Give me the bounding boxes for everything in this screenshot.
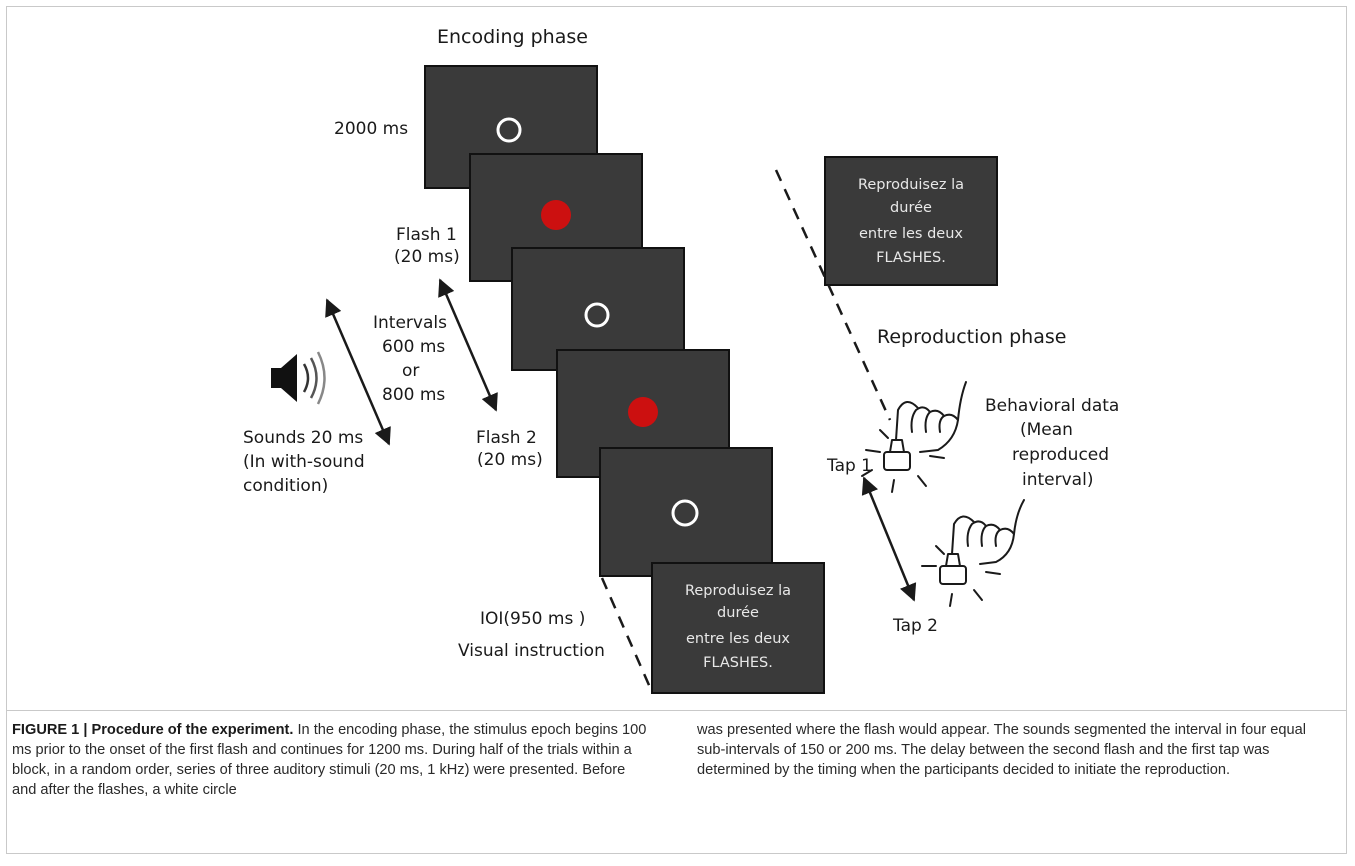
red-dot-icon [541, 200, 571, 230]
instruction-screen-top: Reproduisez la durée entre les deux FLAS… [824, 156, 998, 286]
caption-left-text: In the encoding phase, the stimulus epoc… [12, 722, 647, 798]
interval-arrow [438, 278, 498, 412]
tap1-label: Tap 1 [826, 456, 872, 476]
sounds-arrow [325, 298, 391, 446]
instruction-line-2: durée [717, 605, 759, 621]
behavioral-reproduced: reproduced [1012, 445, 1109, 465]
intervals-value-600: 600 ms [382, 337, 445, 357]
instruction-top-line-3: entre les deux [859, 226, 963, 242]
screen-fixation-circle-3 [599, 447, 773, 577]
flash2-duration: (20 ms) [477, 450, 543, 470]
instruction-top-line-4: FLASHES. [876, 250, 946, 266]
dashed-connector-reproduction [774, 169, 892, 421]
instruction-screen-bottom: Reproduisez la durée entre les deux FLAS… [651, 562, 825, 694]
hand-tap-icon [921, 499, 1025, 607]
dashed-connector-encoding [600, 577, 654, 693]
tap-interval-arrow [861, 476, 917, 602]
procedure-diagram: Encoding phase 2000 ms Flash 1 (20 ms) I… [243, 26, 1119, 694]
behavioral-data-label: Behavioral data [985, 396, 1119, 416]
circle-icon [584, 302, 610, 328]
caption-left-column: FIGURE 1 | Procedure of the experiment. … [12, 720, 652, 800]
speaker-icon [271, 351, 326, 405]
hand-tap-icon [861, 381, 967, 493]
ioi-label: IOI(950 ms ) [480, 609, 585, 629]
caption-right-column: was presented where the flash would appe… [697, 720, 1337, 780]
sounds-condition-line2: condition) [243, 476, 328, 496]
behavioral-mean: (Mean [1020, 420, 1073, 440]
encoding-phase-heading: Encoding phase [437, 26, 588, 48]
caption-title: FIGURE 1 | Procedure of the experiment. [12, 722, 294, 738]
intervals-or: or [402, 361, 419, 381]
label-2000ms: 2000 ms [334, 119, 408, 139]
red-dot-icon [628, 397, 658, 427]
caption-right-text: was presented where the flash would appe… [697, 722, 1307, 778]
reproduction-phase-heading: Reproduction phase [877, 326, 1066, 348]
sounds-condition-line1: (In with-sound [243, 452, 365, 472]
caption-divider [6, 710, 1347, 711]
intervals-value-800: 800 ms [382, 385, 445, 405]
intervals-label: Intervals [373, 313, 447, 333]
instruction-line-1: Reproduisez la [685, 583, 791, 599]
instruction-top-line-2: durée [890, 200, 932, 216]
circle-icon [496, 117, 522, 143]
flash2-label: Flash 2 [476, 428, 537, 448]
tap2-label: Tap 2 [892, 616, 938, 636]
sounds-label: Sounds 20 ms [243, 428, 363, 448]
visual-instruction-label: Visual instruction [458, 641, 605, 661]
circle-icon [671, 499, 699, 527]
instruction-line-4: FLASHES. [703, 655, 773, 671]
instruction-top-line-1: Reproduisez la [858, 177, 964, 193]
behavioral-interval: interval) [1022, 470, 1093, 490]
instruction-line-3: entre les deux [686, 631, 790, 647]
flash1-label: Flash 1 [396, 225, 457, 245]
flash1-duration: (20 ms) [394, 247, 460, 267]
